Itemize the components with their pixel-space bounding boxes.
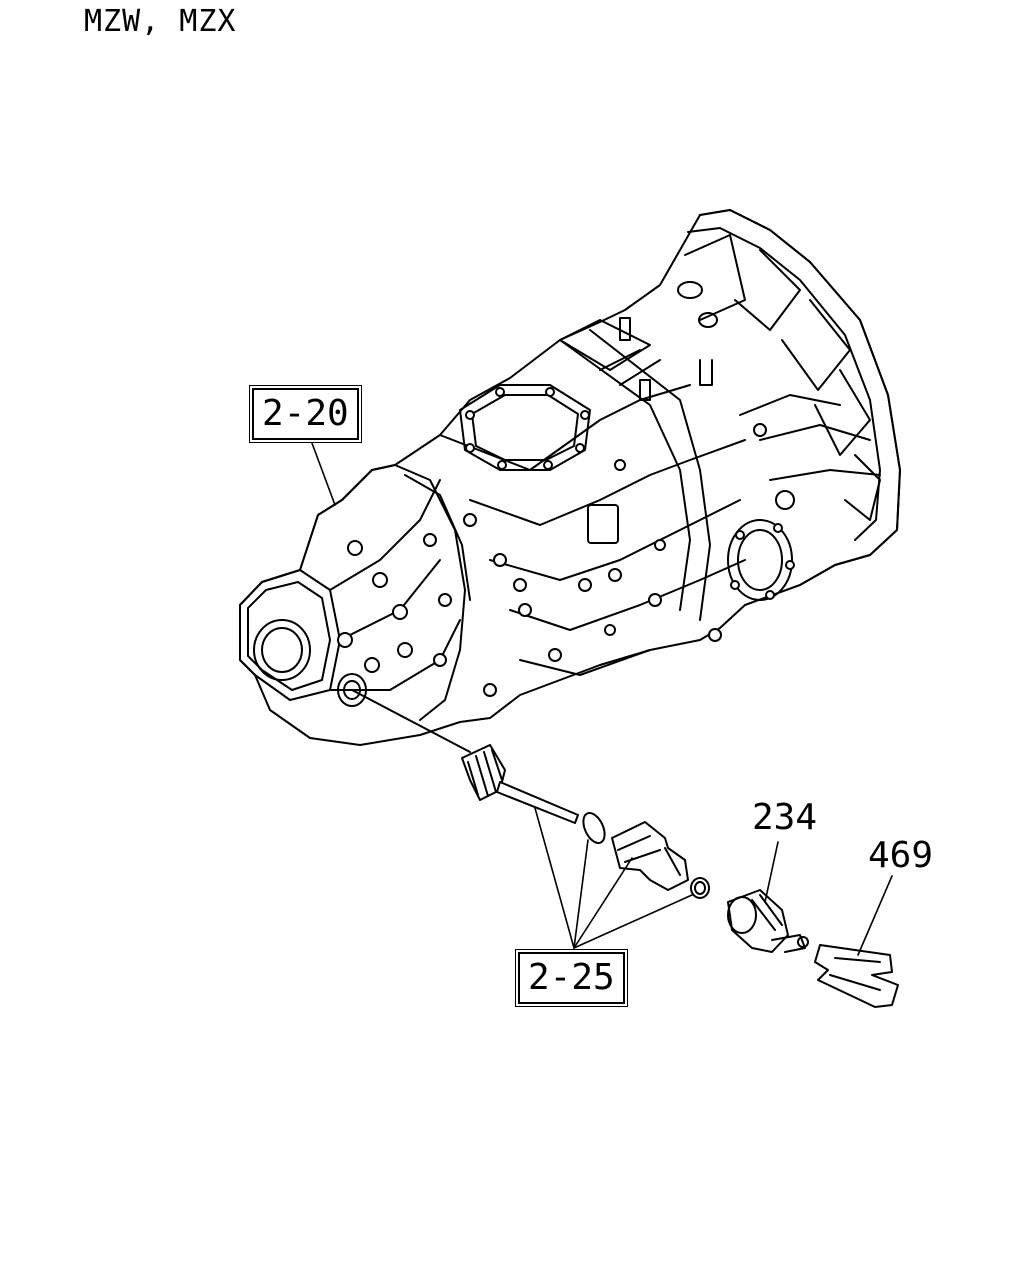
- callout-drive-gear-ref[interactable]: 2-25: [518, 952, 625, 1004]
- model-codes-label: MZW, MZX: [84, 4, 237, 39]
- callout-bracket-part[interactable]: 469: [868, 835, 934, 876]
- callout-transmission-ref[interactable]: 2-20: [252, 388, 359, 440]
- seal-ring: [690, 877, 710, 899]
- bracket: [814, 944, 899, 1008]
- transmission-assembly: [239, 209, 901, 746]
- speed-sensor: [727, 889, 809, 953]
- callout-speed-sensor-part[interactable]: 234: [752, 797, 818, 838]
- sleeve: [611, 821, 689, 891]
- leader-lines: [305, 426, 893, 956]
- speedometer-drive-gear: [351, 689, 579, 824]
- o-ring: [582, 812, 606, 844]
